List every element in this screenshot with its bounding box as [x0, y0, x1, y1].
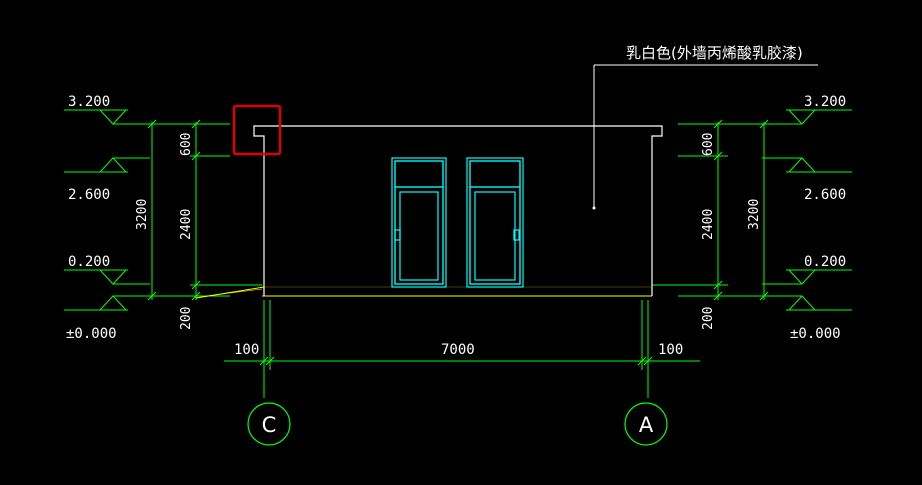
horizontal-dims — [224, 300, 700, 398]
dim-left-offset: 100 — [234, 342, 259, 358]
left-dim-plinth: 200 — [179, 307, 194, 330]
right-level-marks — [652, 109, 852, 311]
leader-dot — [592, 206, 596, 210]
left-level-lower: 0.200 — [68, 254, 110, 270]
door-left — [391, 157, 447, 288]
door-right — [466, 157, 524, 288]
axis-label-c: C — [262, 413, 277, 437]
left-level-marks — [64, 109, 262, 311]
right-level-ground: ±0.000 — [790, 326, 841, 342]
building-outline — [253, 125, 663, 296]
right-dim-parapet: 600 — [701, 133, 716, 156]
left-dim-total: 3200 — [135, 199, 150, 230]
right-level-lower: 0.200 — [804, 254, 846, 270]
right-dim-total: 3200 — [747, 199, 762, 230]
axis-bubble-a — [624, 402, 668, 446]
material-note: 乳白色(外墙丙烯酸乳胶漆) — [626, 44, 803, 62]
highlight-box — [232, 104, 282, 156]
right-level-top: 3.200 — [804, 94, 846, 110]
material-leader — [593, 64, 818, 208]
dim-right-offset: 100 — [658, 342, 683, 358]
right-level-upper: 2.600 — [804, 187, 846, 203]
left-dim-parapet: 600 — [179, 133, 194, 156]
ramp-line-2 — [205, 288, 263, 297]
right-dim-plinth: 200 — [701, 307, 716, 330]
left-dim-wall: 2400 — [179, 209, 194, 240]
axis-bubble-c — [247, 402, 291, 446]
left-level-ground: ±0.000 — [66, 326, 117, 342]
dim-span: 7000 — [441, 342, 475, 358]
ramp-line — [195, 286, 265, 299]
axis-label-a: A — [639, 413, 654, 437]
left-level-top: 3.200 — [68, 94, 110, 110]
right-dim-wall: 2400 — [701, 209, 716, 240]
left-level-upper: 2.600 — [68, 187, 110, 203]
